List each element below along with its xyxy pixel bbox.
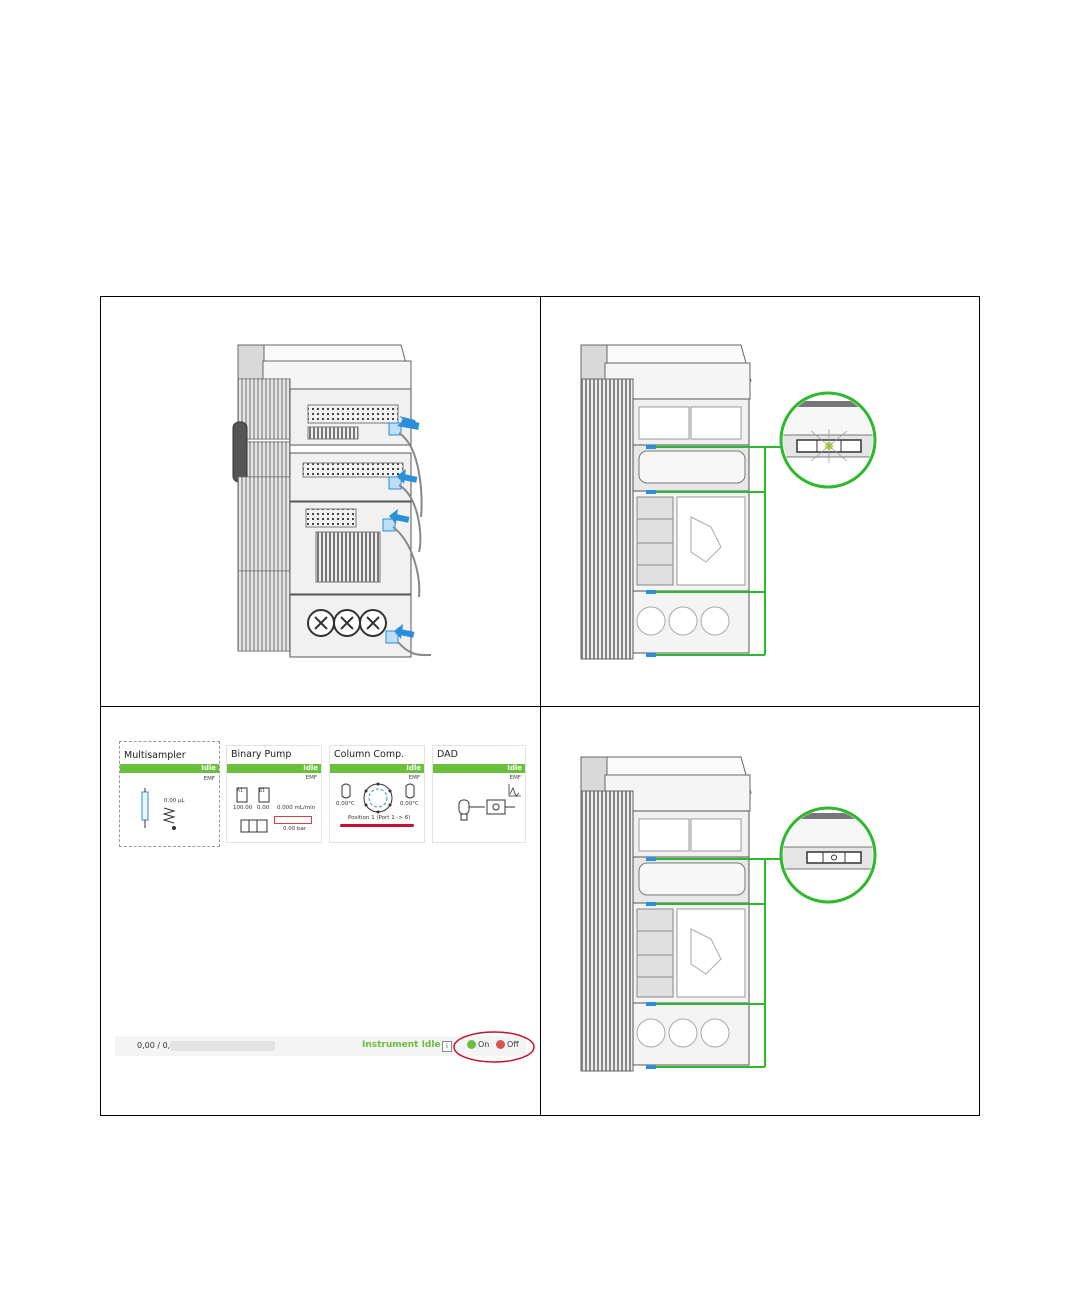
- module-tile-dad[interactable]: DAD Idle EMF: [432, 745, 526, 843]
- module-status: Idle: [507, 764, 522, 773]
- module-status: Idle: [406, 764, 421, 773]
- emf-indicator: EMF: [510, 775, 521, 781]
- bottle-b-label: B1: [259, 789, 265, 794]
- module-tile-binary-pump[interactable]: Binary Pump Idle EMF A1 B1 100.00 0.00 0…: [226, 745, 322, 843]
- valve-position: Position 1 (Port 1 -> 6): [348, 815, 410, 821]
- rear-view-power-cords-illustration: [101, 297, 540, 706]
- injection-volume: 0.00 µL: [164, 798, 185, 804]
- module-status-bar: Idle: [330, 764, 424, 773]
- module-tile-multisampler[interactable]: Multisampler Idle EMF 0.00 µL: [119, 741, 220, 847]
- pressure-value: 0.00 bar: [283, 826, 306, 832]
- channel-a-percent: 100.00: [233, 805, 252, 811]
- module-status-bar: Idle: [227, 764, 321, 773]
- right-column-temp: 0.00°C: [400, 801, 419, 807]
- front-view-led-off-illustration: [541, 707, 979, 1115]
- front-view-led-on-illustration: [541, 297, 979, 706]
- channel-b-percent: 0.00: [257, 805, 269, 811]
- emf-indicator: EMF: [204, 776, 215, 782]
- module-tile-column-comp[interactable]: Column Comp. Idle EMF 0.00°C 0.00°C Posi…: [329, 745, 425, 843]
- progress-bar: [171, 1041, 275, 1051]
- module-title: DAD: [437, 749, 458, 760]
- emf-indicator: EMF: [306, 775, 317, 781]
- module-title: Binary Pump: [231, 749, 291, 760]
- detector-lamp-icon: [455, 782, 521, 832]
- module-status: Idle: [201, 764, 216, 773]
- module-title: Column Comp.: [334, 749, 404, 760]
- column-bar: [340, 824, 414, 827]
- info-button[interactable]: i: [442, 1041, 452, 1052]
- callout-ellipse: [452, 1030, 536, 1064]
- bottle-a-label: A1: [237, 789, 243, 794]
- syringe-icon: [134, 788, 204, 844]
- module-title: Multisampler: [124, 750, 186, 761]
- flow-rate: 0.000 mL/min: [277, 805, 315, 811]
- left-column-temp: 0.00°C: [336, 801, 355, 807]
- instrument-state: Instrument Idle: [362, 1040, 441, 1050]
- module-status-bar: Idle: [120, 764, 219, 773]
- module-status: Idle: [303, 764, 318, 773]
- pressure-gauge: [274, 816, 312, 824]
- module-status-bar: Idle: [433, 764, 525, 773]
